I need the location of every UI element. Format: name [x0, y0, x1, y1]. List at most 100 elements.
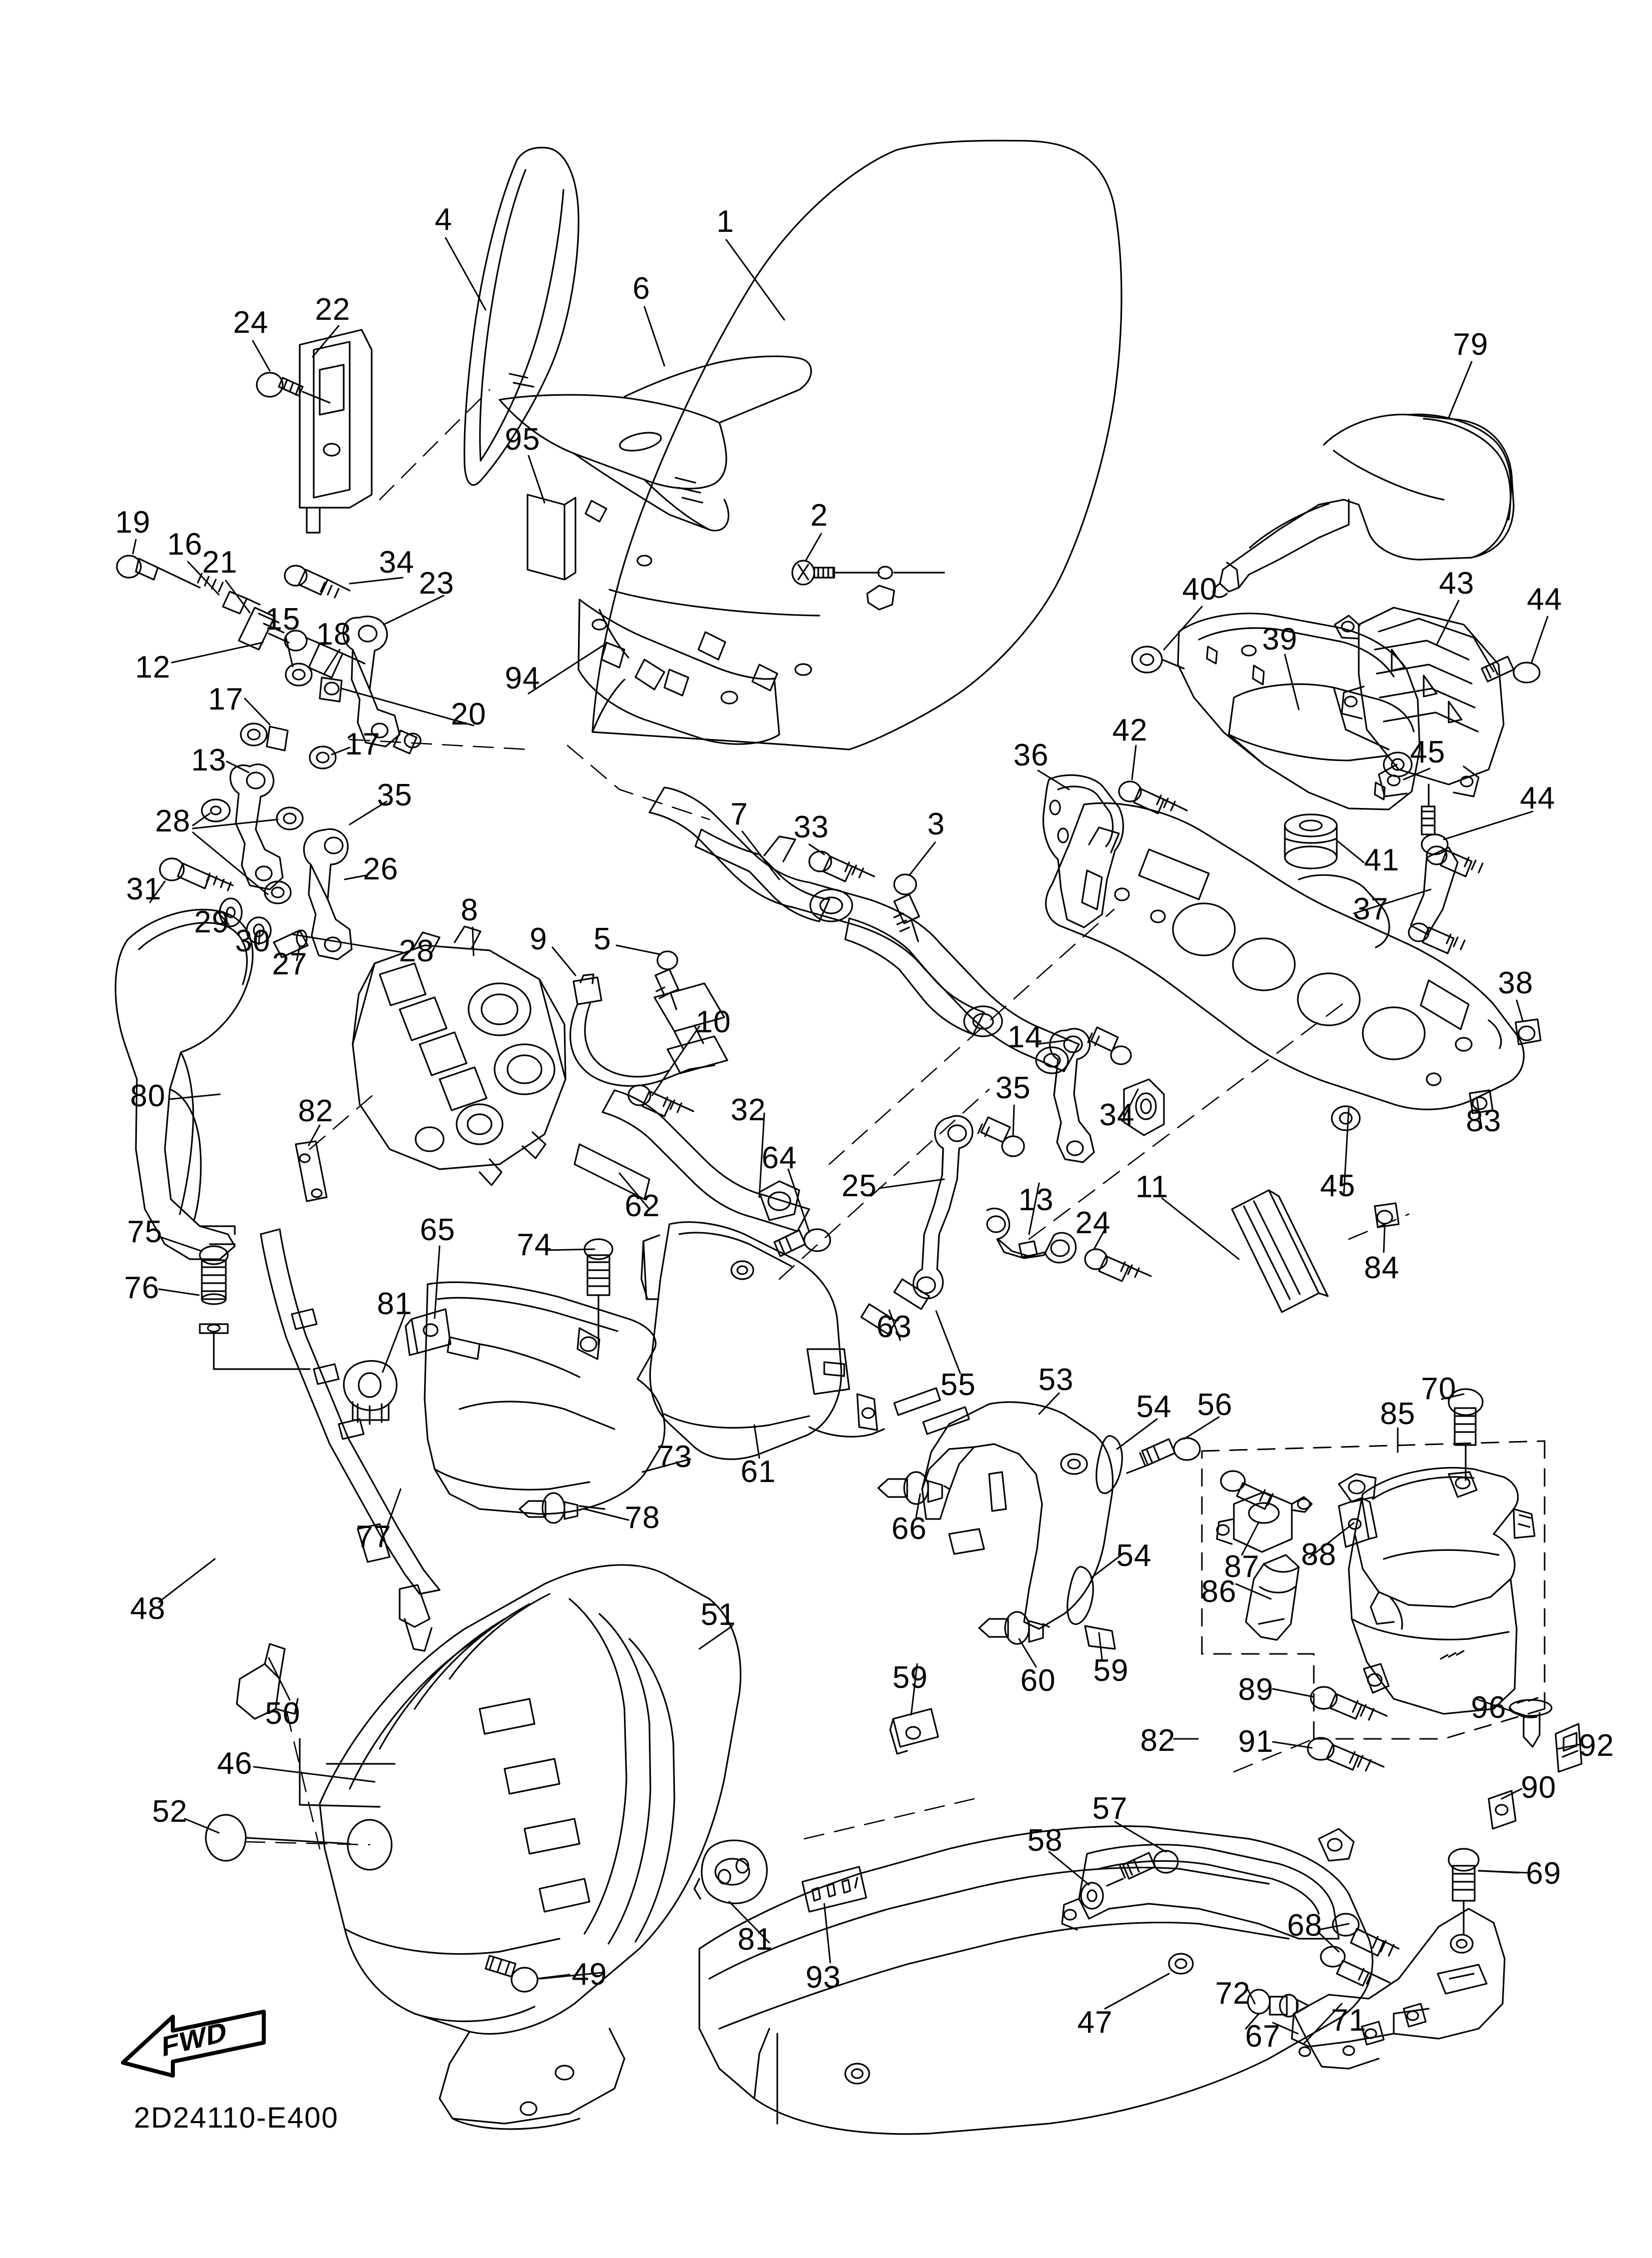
part-cowling-inner-frame — [648, 786, 1080, 1074]
callout-number: 22 — [315, 292, 351, 327]
callout-number: 42 — [1112, 713, 1148, 748]
part-seal-54 — [1067, 1435, 1123, 1625]
part-screw-57 — [1106, 1850, 1179, 1887]
callout-number: 15 — [265, 602, 301, 637]
callout-number: 38 — [1498, 966, 1534, 1000]
callout-number: 57 — [1092, 1791, 1128, 1826]
part-collar-34 — [1123, 1078, 1165, 1136]
callout-number: 80 — [130, 1079, 166, 1113]
part-panel-trim-62 — [573, 1143, 650, 1200]
callout-number: 34 — [379, 545, 415, 580]
part-grommet-81b — [693, 1839, 768, 1904]
callout-number: 8 — [461, 893, 479, 927]
part-rail-slide — [1231, 1189, 1329, 1313]
part-pad-adhesive — [527, 494, 576, 581]
callout-number: 49 — [571, 1957, 607, 1992]
callout-number: 92 — [1579, 1728, 1615, 1763]
part-screws-8991 — [1307, 1686, 1388, 1772]
callout-number: 1 — [716, 204, 734, 239]
part-link-14 — [1049, 1026, 1132, 1163]
callout-number: 77 — [356, 1519, 392, 1554]
callout-number: 59 — [892, 1660, 928, 1695]
callout-number: 67 — [1245, 2019, 1281, 2054]
callout-number: 50 — [265, 1696, 301, 1731]
part-mirror-left — [114, 908, 254, 1260]
callout-number: 28 — [155, 804, 191, 838]
part-rivet-96 — [1509, 1697, 1553, 1748]
callout-number: 5 — [593, 922, 611, 956]
part-bolt-33 — [808, 850, 875, 882]
callout-number: 78 — [624, 1501, 660, 1535]
callout-number: 63 — [876, 1310, 912, 1344]
part-windshield — [591, 139, 1122, 751]
part-link-arm-upper — [284, 565, 422, 754]
callout-number: 6 — [632, 271, 650, 306]
callout-number: 32 — [730, 1093, 766, 1127]
assembly-reference-lines — [244, 389, 1410, 1850]
callout-number: 48 — [130, 1591, 166, 1626]
callout-number: 26 — [363, 852, 399, 886]
callout-number: 65 — [420, 1213, 456, 1247]
part-group-washers — [240, 663, 343, 769]
callout-number: 60 — [1020, 1663, 1056, 1698]
callout-number: 54 — [1136, 1390, 1172, 1424]
callout-number: 7 — [730, 797, 748, 831]
fwd-orientation-marker: FWD — [114, 2009, 269, 2079]
callout-number: 13 — [191, 743, 227, 777]
callout-number: 93 — [805, 1960, 841, 1995]
part-bracket-windshield — [577, 599, 780, 745]
callout-number: 54 — [1116, 1538, 1152, 1573]
callout-number: 79 — [1453, 327, 1489, 362]
part-bracket-50 — [236, 1643, 299, 1720]
callout-number: 35 — [377, 778, 413, 812]
callout-number: 51 — [700, 1597, 736, 1632]
callout-number: 87 — [1224, 1549, 1260, 1584]
callout-number: 20 — [451, 697, 487, 732]
callout-number: 35 — [995, 1071, 1031, 1105]
part-screw-75 — [199, 1245, 311, 1370]
part-bolt-72 — [1245, 1989, 1310, 2030]
callout-number: 73 — [656, 1440, 692, 1474]
callout-number: 88 — [1301, 1537, 1337, 1572]
part-emblem-93 — [801, 1866, 867, 1913]
part-headlight-group — [1201, 1440, 1546, 1740]
callout-number: 18 — [316, 617, 352, 652]
callout-number: 58 — [1027, 1823, 1063, 1858]
part-cowling-inner-panel — [640, 1221, 885, 1460]
part-grille — [1334, 607, 1505, 797]
part-screws-44 — [1421, 656, 1541, 855]
callout-number: 24 — [233, 305, 269, 340]
callout-number: 82 — [298, 1094, 334, 1128]
callout-number: 90 — [1521, 1770, 1557, 1805]
callout-number: 23 — [419, 566, 455, 601]
part-grommet-81 — [343, 1360, 398, 1425]
part-bracket-stay — [601, 1089, 810, 1232]
part-stay-inner-53 — [921, 1401, 1114, 1630]
part-screw-windshield — [791, 560, 945, 611]
callout-number: 41 — [1364, 843, 1400, 877]
part-link-13b — [986, 1207, 1077, 1264]
fwd-arrow-icon — [121, 2010, 266, 2078]
part-nuts-right — [1374, 1018, 1542, 1228]
callout-number: 28 — [399, 934, 435, 968]
callout-number: 44 — [1520, 781, 1556, 815]
part-rivet-60 — [978, 1611, 1050, 1645]
callout-number: 47 — [1077, 2005, 1113, 2040]
part-damper-41 — [1284, 813, 1338, 869]
callout-number: 36 — [1013, 738, 1049, 772]
part-main-frame-bracket — [1045, 802, 1525, 1110]
callout-number: 9 — [530, 922, 548, 956]
part-screw-64 — [773, 1228, 831, 1257]
part-clip-59 — [889, 1625, 1116, 1755]
part-grommet-40 — [1131, 646, 1185, 674]
part-clip-nut-65 — [405, 1308, 452, 1356]
callout-number: 21 — [202, 545, 238, 580]
part-rivet-66 — [877, 1471, 950, 1505]
part-mirror-right — [1212, 413, 1515, 598]
part-screw-69 — [1448, 1848, 1520, 1935]
callout-number: 37 — [1353, 892, 1389, 926]
callout-number: 96 — [1471, 1690, 1507, 1725]
callout-number: 13 — [1018, 1183, 1054, 1217]
